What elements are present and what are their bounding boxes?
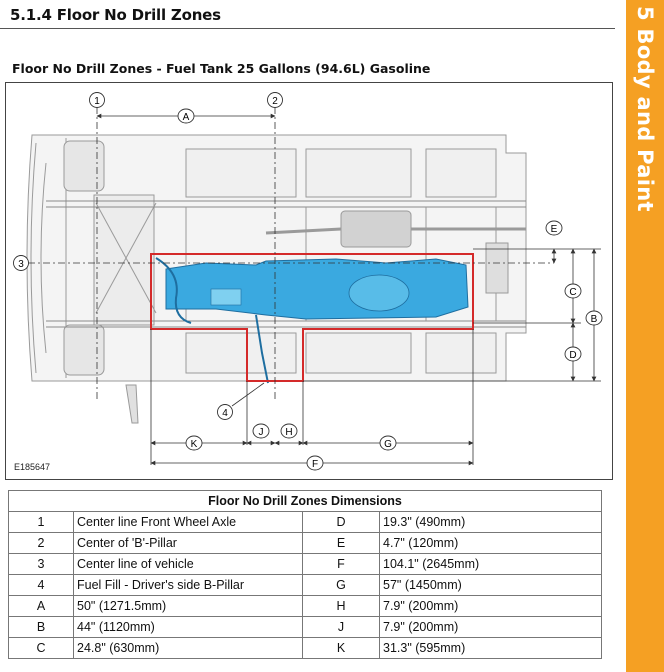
figure-id: E185647 [14, 462, 51, 472]
dim-label-b: B [585, 310, 603, 326]
table-row: C 24.8" (630mm) K 31.3" (595mm) [8, 637, 602, 659]
svg-text:H: H [285, 427, 292, 438]
dim-label-j: J [252, 423, 270, 439]
dim-label-e: E [545, 220, 563, 236]
fuel-tank [155, 257, 469, 384]
svg-text:F: F [312, 459, 318, 470]
dim-label-c: C [564, 283, 582, 299]
svg-text:A: A [183, 112, 190, 123]
svg-text:J: J [259, 427, 264, 438]
reference-lines [28, 107, 554, 401]
dim-label-h: H [280, 423, 298, 439]
callout-4: 4 [217, 404, 233, 420]
dim-label-f: F [306, 455, 324, 471]
figure-title: Floor No Drill Zones - Fuel Tank 25 Gall… [12, 61, 431, 76]
callout-1-label: 1 [94, 96, 100, 107]
svg-text:C: C [569, 287, 576, 298]
underbody-drawing: 1 2 3 4 A B C [13, 92, 603, 471]
callout-3-label: 3 [18, 259, 24, 270]
header-rule [0, 28, 615, 29]
svg-text:E: E [551, 224, 558, 235]
svg-text:G: G [384, 439, 392, 450]
callout-2-label: 2 [272, 96, 278, 107]
table-row: 1 Center line Front Wheel Axle D 19.3" (… [8, 511, 602, 533]
table-row: 2 Center of 'B'-Pillar E 4.7" (120mm) [8, 532, 602, 554]
svg-text:K: K [191, 439, 198, 450]
callout-3: 3 [13, 255, 29, 271]
dim-label-a: A [177, 108, 195, 124]
table-title: Floor No Drill Zones Dimensions [8, 490, 602, 512]
callout-1: 1 [89, 92, 105, 108]
table-row: 3 Center line of vehicle F 104.1" (2645m… [8, 553, 602, 575]
svg-text:B: B [591, 314, 598, 325]
vehicle-underbody-figure: 1 2 3 4 A B C [5, 82, 613, 480]
svg-text:D: D [569, 350, 576, 361]
dimensions-table: Floor No Drill Zones Dimensions 1 Center… [8, 490, 602, 659]
callout-2: 2 [267, 92, 283, 108]
table-row: 4 Fuel Fill - Driver's side B-Pillar G 5… [8, 574, 602, 596]
dim-label-k: K [185, 435, 203, 451]
chapter-tab-label: 5 Body and Paint [633, 6, 657, 212]
chapter-tab [626, 0, 664, 672]
dim-label-g: G [379, 435, 397, 451]
callout-4-label: 4 [222, 408, 228, 419]
table-row: B 44" (1120mm) J 7.9" (200mm) [8, 616, 602, 638]
dim-label-d: D [564, 346, 582, 362]
section-title: 5.1.4 Floor No Drill Zones [10, 6, 221, 24]
table-row: A 50" (1271.5mm) H 7.9" (200mm) [8, 595, 602, 617]
